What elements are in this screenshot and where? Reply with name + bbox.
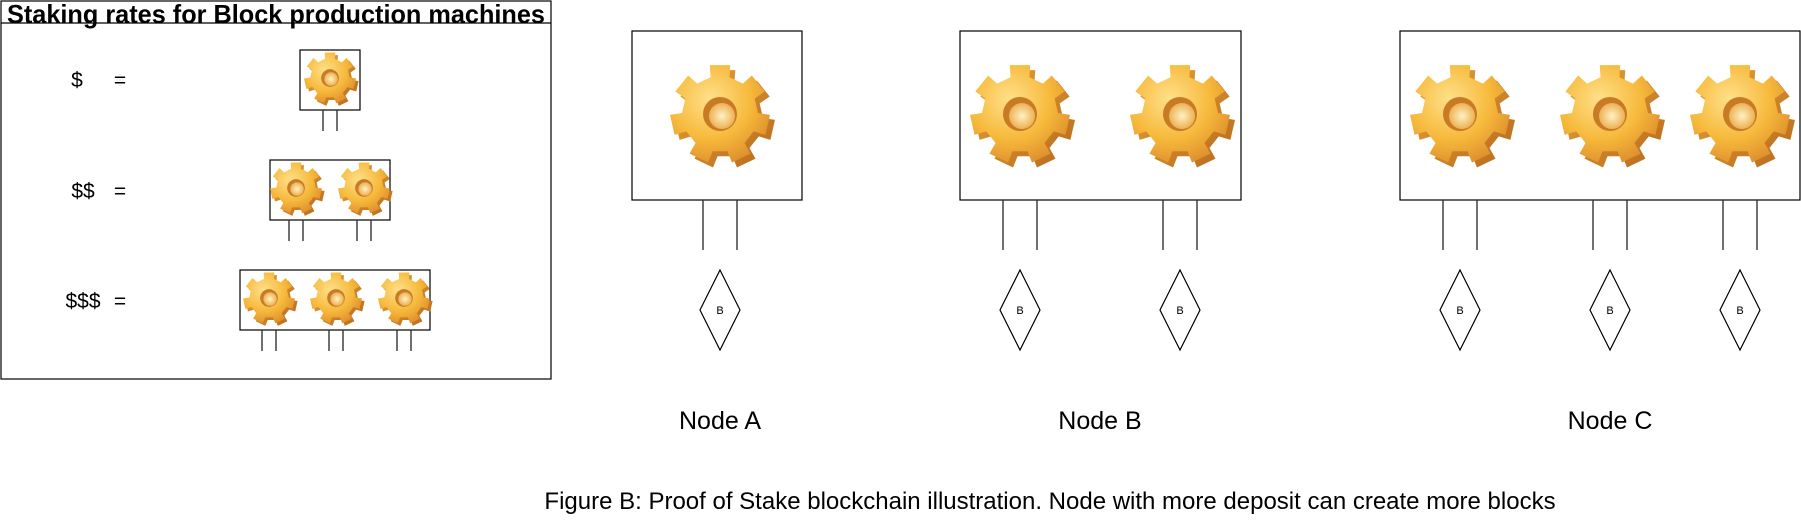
block-diamond: B [1439,268,1481,352]
gear-icon [970,65,1075,168]
legend-panel: Staking rates for Block production machi… [0,0,552,380]
node-b-label: Node B [1058,407,1141,435]
gear-icon [270,162,325,216]
legend-title: Staking rates for Block production machi… [7,0,545,29]
gear-icon [670,65,775,168]
gear-icon [243,272,298,326]
block-label: B [1016,305,1023,317]
block-label: B [1736,305,1743,317]
gear-icon [310,272,365,326]
gear-icon [304,52,359,106]
legend-equals-2: = [114,180,126,203]
block-diamond: B [1719,268,1761,352]
node-a: B Node A [631,30,803,435]
gear-icon [1130,65,1235,168]
block-diamond: B [999,268,1041,352]
legend-machines-2 [270,162,393,241]
block-label: B [716,305,723,317]
legend-stake-3: $$$ [65,290,100,313]
legend-equals-1: = [114,69,126,92]
legend-machines-3 [243,272,433,351]
node-c: B B B Node C [1399,30,1801,435]
legend-equals-3: = [114,290,126,313]
block-label: B [1606,305,1613,317]
gear-icon [1410,65,1515,168]
legend-stake-2: $$ [71,180,95,203]
legend-machines-1 [304,52,359,131]
block-diamond: B [1589,268,1631,352]
figure-caption: Figure B: Proof of Stake blockchain illu… [544,488,1555,515]
block-label: B [1456,305,1463,317]
legend-stake-1: $ [71,69,83,92]
block-diamond: B [699,268,741,352]
node-a-machines: B [670,65,775,352]
node-a-label: Node A [679,407,761,435]
node-c-label: Node C [1568,407,1653,435]
block-diamond: B [1159,268,1201,352]
gear-icon [1690,65,1795,168]
block-label: B [1176,305,1183,317]
gear-icon [338,162,393,216]
gear-icon [378,272,433,326]
gear-icon [1560,65,1665,168]
